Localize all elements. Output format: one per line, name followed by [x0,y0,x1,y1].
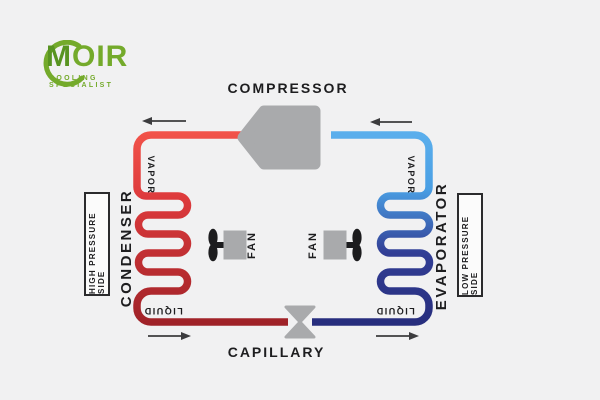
brand-name: MOIR [46,42,128,72]
fan-blade [352,243,362,262]
evaporator-label: EVAPORATOR [433,181,450,311]
flow-arrow-top-right-icon [370,118,412,126]
fan-shaft [212,242,226,248]
condenser-coil-pipe [133,131,288,326]
compressor-label: COMPRESSOR [227,80,349,96]
fan-blade [208,228,218,247]
vapor-right-label: VAPOR [406,155,416,195]
liquid-left-label: LIQUID [143,306,183,316]
brand-rest: OIR [72,40,129,73]
fan-right-label: FAN [307,231,319,259]
fan-motor [223,230,247,260]
high-pressure-side-badge: HIGH PRESSURE SIDE [84,192,110,296]
liquid-right-label: LIQUID [375,306,415,316]
condenser-fan-icon [208,228,247,262]
flow-arrow-top-left-icon [142,117,186,125]
evaporator-coil-pipe [312,131,434,326]
brand-logo: MOIR COOLING SPECIALIST [32,38,162,89]
fan-blade [208,243,218,262]
low-pressure-side-badge: LOW PRESSURE SIDE [457,193,483,297]
flow-arrow-bottom-left-icon [148,332,191,340]
flow-arrow-bottom-right-icon [376,332,419,340]
fan-shaft [344,242,358,248]
evaporator-fan-icon [323,228,362,262]
capillary-label: CAPILLARY [227,344,326,360]
capillary-valve [284,305,316,339]
brand-initial: M [46,40,72,73]
fan-blade [352,228,362,247]
vapor-left-label: VAPOR [146,155,156,195]
fan-left-label: FAN [246,231,258,259]
condenser-label: CONDENSER [118,188,135,308]
brand-tagline: COOLING SPECIALIST [49,75,114,89]
fan-motor [323,230,347,260]
compressor-body [237,105,321,170]
logo-swoosh-icon [43,40,85,87]
